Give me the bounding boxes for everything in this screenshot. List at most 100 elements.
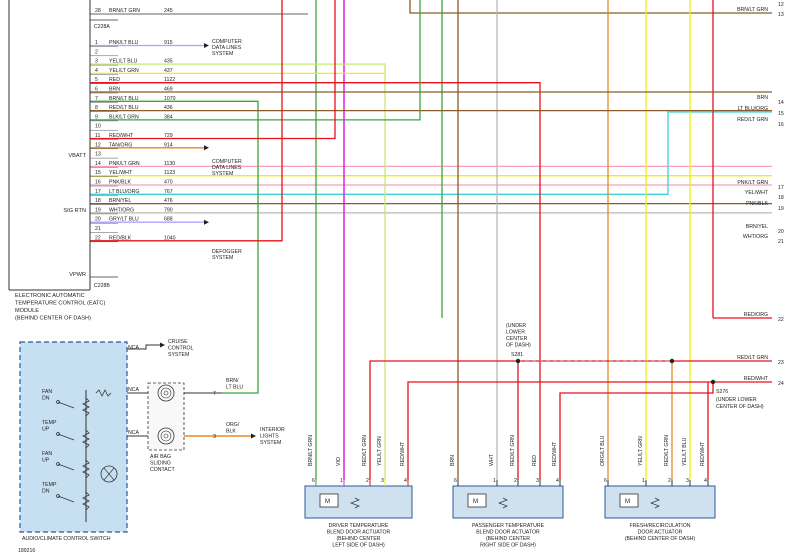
edge-reference-number: 17 [778,185,784,191]
wire-color-label: RED [532,455,538,466]
pin-number: 12 [95,142,101,148]
switch-node [56,462,60,466]
wire-color-label: VIO [336,457,342,466]
pin-number: 15 [95,170,101,176]
actuator-label: DOOR ACTUATOR [638,530,683,536]
pin-number: 2 [668,478,671,484]
wire-color-label: WHT/ORG [109,207,134,213]
pin-number: 21 [95,226,101,232]
edge-reference-number: 21 [778,239,784,245]
wire-color-label: BLK/LT GRN [109,114,139,120]
wire-color-label: BRN [450,455,456,466]
splice-s276-dot [710,379,716,385]
pin-number: 28 [95,8,101,14]
arrow-icon [204,219,209,225]
pin-number: 8 [95,105,98,111]
wire-color-label: LT BLU [226,385,243,391]
circuit-number: 469 [164,87,173,93]
switch-contact [57,463,75,471]
clockspring-coil-icon [163,433,169,439]
wire-color-label: RED/LT GRN [362,435,368,466]
resistor-icon [82,491,90,511]
actuator-label: (BEHIND CENTER [336,536,380,542]
motor-icon [619,493,639,508]
clockspring-label: CONTACT [150,467,176,473]
sig-rtn-label: SIG RTN [63,208,86,214]
edge-reference-number: 23 [778,360,784,366]
wire-color-label: RED/WHT [109,133,134,139]
circuit-number: 435 [164,59,173,65]
pin-number: 11 [95,133,100,139]
pin-number: 3 [381,478,384,484]
circuit-number: 729 [164,133,173,139]
pin-number: 1 [642,478,645,484]
arrow-icon [204,43,209,48]
wire-red-wht-passenger [559,382,714,480]
nca-label: NCA [128,345,139,351]
clockspring-coil-icon [160,430,172,442]
button-label: UP [42,427,50,433]
wire-color-label: RED/LT GRN [510,435,516,466]
splice-s276-desc: CENTER OF DASH) [716,404,764,410]
wire-color-label: YEL/LT GRN [377,436,383,466]
pin-number: 4 [704,478,707,484]
edge-reference-number: 15 [778,111,784,117]
pin-number: 3 [536,478,539,484]
circuit-number: 1040 [164,235,176,241]
edge-reference-number: 19 [778,206,784,212]
edge-reference-number: 22 [778,317,784,323]
switch-contact [57,433,75,441]
edge-reference-number: 18 [778,195,784,201]
pin-number: 7 [95,96,98,102]
pin-number: 2 [95,49,98,55]
wire-red-lt-grn [369,360,772,480]
vpwr-label: VPWR [69,272,86,278]
wire-red-wht-24 [407,381,772,480]
splice-s276-desc: (UNDER LOWER [716,397,757,403]
button-label: UP [42,458,50,464]
components-layer [8,0,716,533]
pin-number: 1 [493,478,496,484]
splice-s276-label: S276 [716,389,728,395]
wire-color-label: BRN/ [226,378,239,384]
pin-number: 10 [95,124,101,130]
pin-number: 2 [366,478,369,484]
defogger-system-label: DEFOGGER [212,249,242,255]
edge-wire-label: PNK/LT GRN [737,180,768,186]
wire-color-label: RED/LT GRN [664,435,670,466]
arrow-icon [251,433,256,439]
pin-number: 14 [95,161,101,167]
wire-color-label: PNK/LT BLU [109,40,138,46]
wire-color-label: WHT [489,453,495,466]
figure-id-label: 189216 [18,548,35,554]
splice-s281-desc: OF DASH) [506,343,531,349]
wire-lt-blu-org [90,111,772,195]
edge-wire-label: BRN/LT GRN [737,7,768,13]
splice-s281-desc: LOWER [506,330,525,336]
actuator-label: BLEND DOOR ACTUATOR [476,530,540,536]
wire-color-label: YEL/LT BLU [682,437,688,466]
wire-color-label: BRN/YEL [109,198,131,204]
switch-node [56,432,60,436]
actuator-label: DRIVER TEMPERATURE [329,523,389,529]
wire-red-blk [90,0,283,242]
pin-number: 6 [454,478,457,484]
pin-number: 19 [95,207,101,213]
computer-data-lines-label: SYSTEM [212,171,233,177]
circuit-number: 767 [164,189,173,195]
switch-node [56,494,60,498]
wire-color-label: RED/WHT [552,441,558,466]
splice-s281-label: S281 [511,352,523,358]
computer-data-lines-label: SYSTEM [212,51,233,57]
wire-brn-lt-grn [409,0,772,14]
cruise-control-label: CRUISE [168,339,188,345]
edge-wire-label: RED/ORG [744,312,768,318]
clockspring-label: SLIDING [150,461,171,467]
edge-reference-number: 13 [778,12,784,18]
splice-s281-desc: CENTER [506,336,528,342]
resistor-icon [95,389,112,397]
pin-number: 17 [95,189,101,195]
connector-c228b-label: C228B [94,283,110,289]
module-name-label: TEMPERATURE CONTROL (EATC) [15,301,105,307]
